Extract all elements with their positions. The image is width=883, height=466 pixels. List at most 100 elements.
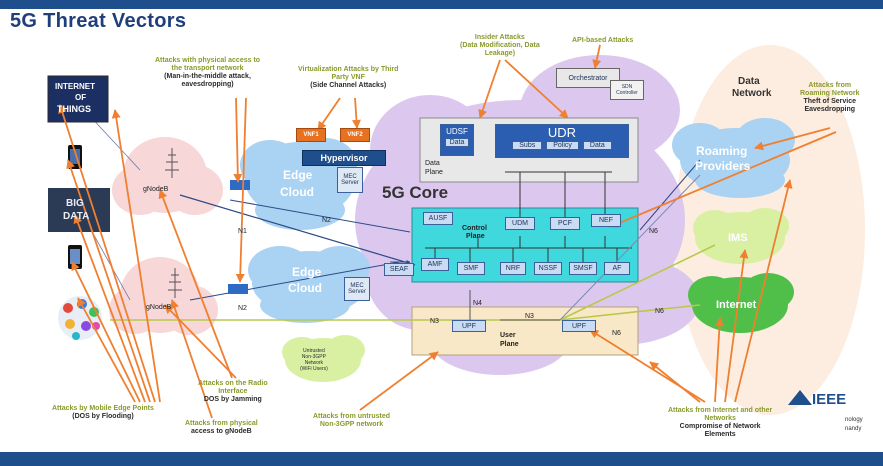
- nf-af: AF: [604, 262, 630, 275]
- iot-text-line2: OF: [75, 93, 87, 102]
- nf-ausf-label: AUSF: [428, 215, 448, 222]
- attack-transport-line1: Attacks with physical access to: [155, 57, 261, 64]
- attack-insider-line1: Insider Attacks: [474, 34, 525, 41]
- gnodeb-bottom-label: gNodeB: [146, 304, 172, 311]
- gnodeb-cloud-bottom: [109, 257, 218, 335]
- nf-udm-label: UDM: [512, 220, 528, 227]
- attack-insider-line2: (Data Modification, Data: [460, 42, 540, 49]
- attack-roaming-line1: Attacks from: [808, 82, 852, 89]
- nf-nrf-label: NRF: [505, 265, 521, 272]
- untrusted-label: Untrusted Non-3GPP Network (WiFi Users): [300, 348, 328, 372]
- iot-text-line1: INTERNET: [55, 82, 95, 91]
- attack-virtualization-line3: (Side Channel Attacks): [310, 82, 387, 89]
- sdn-controller-line1: SDN: [621, 84, 633, 90]
- udr-title: UDR: [547, 125, 577, 140]
- nf-af-label: AF: [612, 265, 622, 272]
- iot-text-line3: THINGS: [57, 104, 92, 114]
- footer-bar: [0, 452, 883, 466]
- attack-untrusted-line2: Non-3GPP network: [319, 421, 384, 428]
- orchestrator-box: Orchestrator: [556, 68, 620, 88]
- udr-cell-policy: Policy: [546, 141, 579, 150]
- attack-transport: Attacks with physical access to the tran…: [155, 57, 260, 89]
- nf-udm: UDM: [505, 217, 535, 230]
- phone-icon-bottom-screen: [70, 249, 80, 264]
- untrusted-label-line3: Network: [304, 360, 324, 366]
- iface-n6-top: N6: [649, 228, 658, 235]
- mec-server-top-line2: Server: [341, 180, 359, 186]
- udr-box: UDR Subs Policy Data: [495, 124, 629, 158]
- iface-n2-bottom: N2: [238, 305, 247, 312]
- ims-label: IMS: [728, 232, 748, 244]
- mec-server-bottom-line1: MEC: [350, 283, 364, 289]
- nf-nssf: NSSF: [534, 262, 562, 275]
- untrusted-label-line1: Untrusted: [303, 348, 325, 354]
- logo-fragment-2: nandy: [845, 426, 862, 432]
- untrusted-label-line2: Non-3GPP: [301, 354, 326, 360]
- attack-internet-line3: Compromise of Network: [679, 423, 761, 430]
- edge-cloud-top-label-line2: Cloud: [280, 185, 314, 199]
- data-network-label-line1: Data: [738, 76, 760, 87]
- gnodeb-tower-top: [165, 148, 179, 178]
- logo-fragment-1: nology: [845, 417, 863, 423]
- roaming-cloud: [672, 118, 795, 198]
- nf-nrf: NRF: [500, 262, 526, 275]
- control-plane-label-line2: Plane: [466, 233, 485, 240]
- upf-left: UPF: [452, 320, 486, 332]
- nf-pcf-label: PCF: [558, 220, 572, 227]
- attack-internet: Attacks from Internet and other Networks…: [668, 407, 772, 439]
- attack-transport-line2: the transport network: [171, 65, 244, 72]
- upf-left-label: UPF: [462, 322, 476, 330]
- attack-mobile-edge-line1: Attacks by Mobile Edge Points: [52, 405, 154, 412]
- nf-seaf-label: SEAF: [389, 266, 409, 273]
- attack-internet-line4: Elements: [704, 431, 736, 438]
- sdn-controller-box: SDN Controller: [610, 80, 644, 100]
- attack-physical-gnodeb-line1: Attacks from physical: [185, 420, 258, 427]
- udsf-box: UDSF Data: [440, 124, 474, 156]
- attack-transport-line4: eavesdropping): [181, 81, 234, 88]
- attack-api: API-based Attacks: [572, 37, 633, 45]
- iface-n3-mid: N3: [525, 313, 534, 320]
- attack-physical-gnodeb: Attacks from physical access to gNodeB: [185, 420, 258, 436]
- gnodeb-top-label: gNodeB: [143, 186, 169, 193]
- vnf1-box: VNF1: [296, 128, 326, 142]
- data-network-label-line2: Network: [732, 88, 772, 99]
- udsf-title: UDSF: [446, 127, 468, 136]
- vnf2-label: VNF2: [347, 132, 363, 138]
- edge-cloud-bottom-label-line2: Cloud: [288, 281, 322, 295]
- nf-seaf: SEAF: [384, 263, 414, 276]
- udr-cell-data: Data: [582, 141, 612, 150]
- page-title: 5G Threat Vectors: [10, 10, 187, 32]
- attack-api-line1: API-based Attacks: [572, 37, 634, 44]
- ieee-logo: IEEE: [812, 391, 847, 408]
- nf-amf: AMF: [421, 258, 449, 271]
- gnodeb-tower-bottom: [168, 268, 182, 298]
- untrusted-label-line4: (WiFi Users): [300, 366, 328, 372]
- internet-label: Internet: [716, 299, 757, 311]
- attack-radio-line3: DOS by Jamming: [203, 396, 262, 403]
- mec-server-bottom: MEC Server: [344, 277, 370, 301]
- mec-server-top: MEC Server: [337, 167, 363, 193]
- nf-smf-label: SMF: [463, 265, 479, 272]
- header-bar: [0, 0, 883, 9]
- attack-radio-line1: Attacks on the Radio: [198, 380, 268, 387]
- core-label: 5G Core: [382, 183, 449, 202]
- attack-roaming-line3: Theft of Service: [803, 98, 857, 105]
- iface-n6-bottom: N6: [612, 330, 621, 337]
- iface-n2-top: N2: [322, 217, 331, 224]
- roaming-label-line1: Roaming: [696, 144, 748, 158]
- attack-physical-gnodeb-line2: access to gNodeB: [191, 428, 252, 435]
- mec-server-top-line1: MEC: [343, 174, 357, 180]
- transport-link-top: [230, 180, 250, 190]
- user-plane-label-line1: User: [500, 332, 516, 339]
- udsf-data-cell: Data: [444, 138, 470, 147]
- attack-internet-line1: Attacks from Internet and other: [668, 407, 773, 414]
- nf-nef: NEF: [591, 214, 621, 227]
- edge-cloud-top-label-line1: Edge: [283, 168, 313, 182]
- attack-roaming-line4: Eavesdropping: [804, 106, 856, 113]
- attack-radio: Attacks on the Radio Interface DOS by Ja…: [198, 380, 268, 404]
- udr-cell-subs: Subs: [512, 141, 543, 150]
- iface-n6-mid: N6: [655, 308, 664, 315]
- attack-virtualization-line2: Party VNF: [331, 74, 365, 81]
